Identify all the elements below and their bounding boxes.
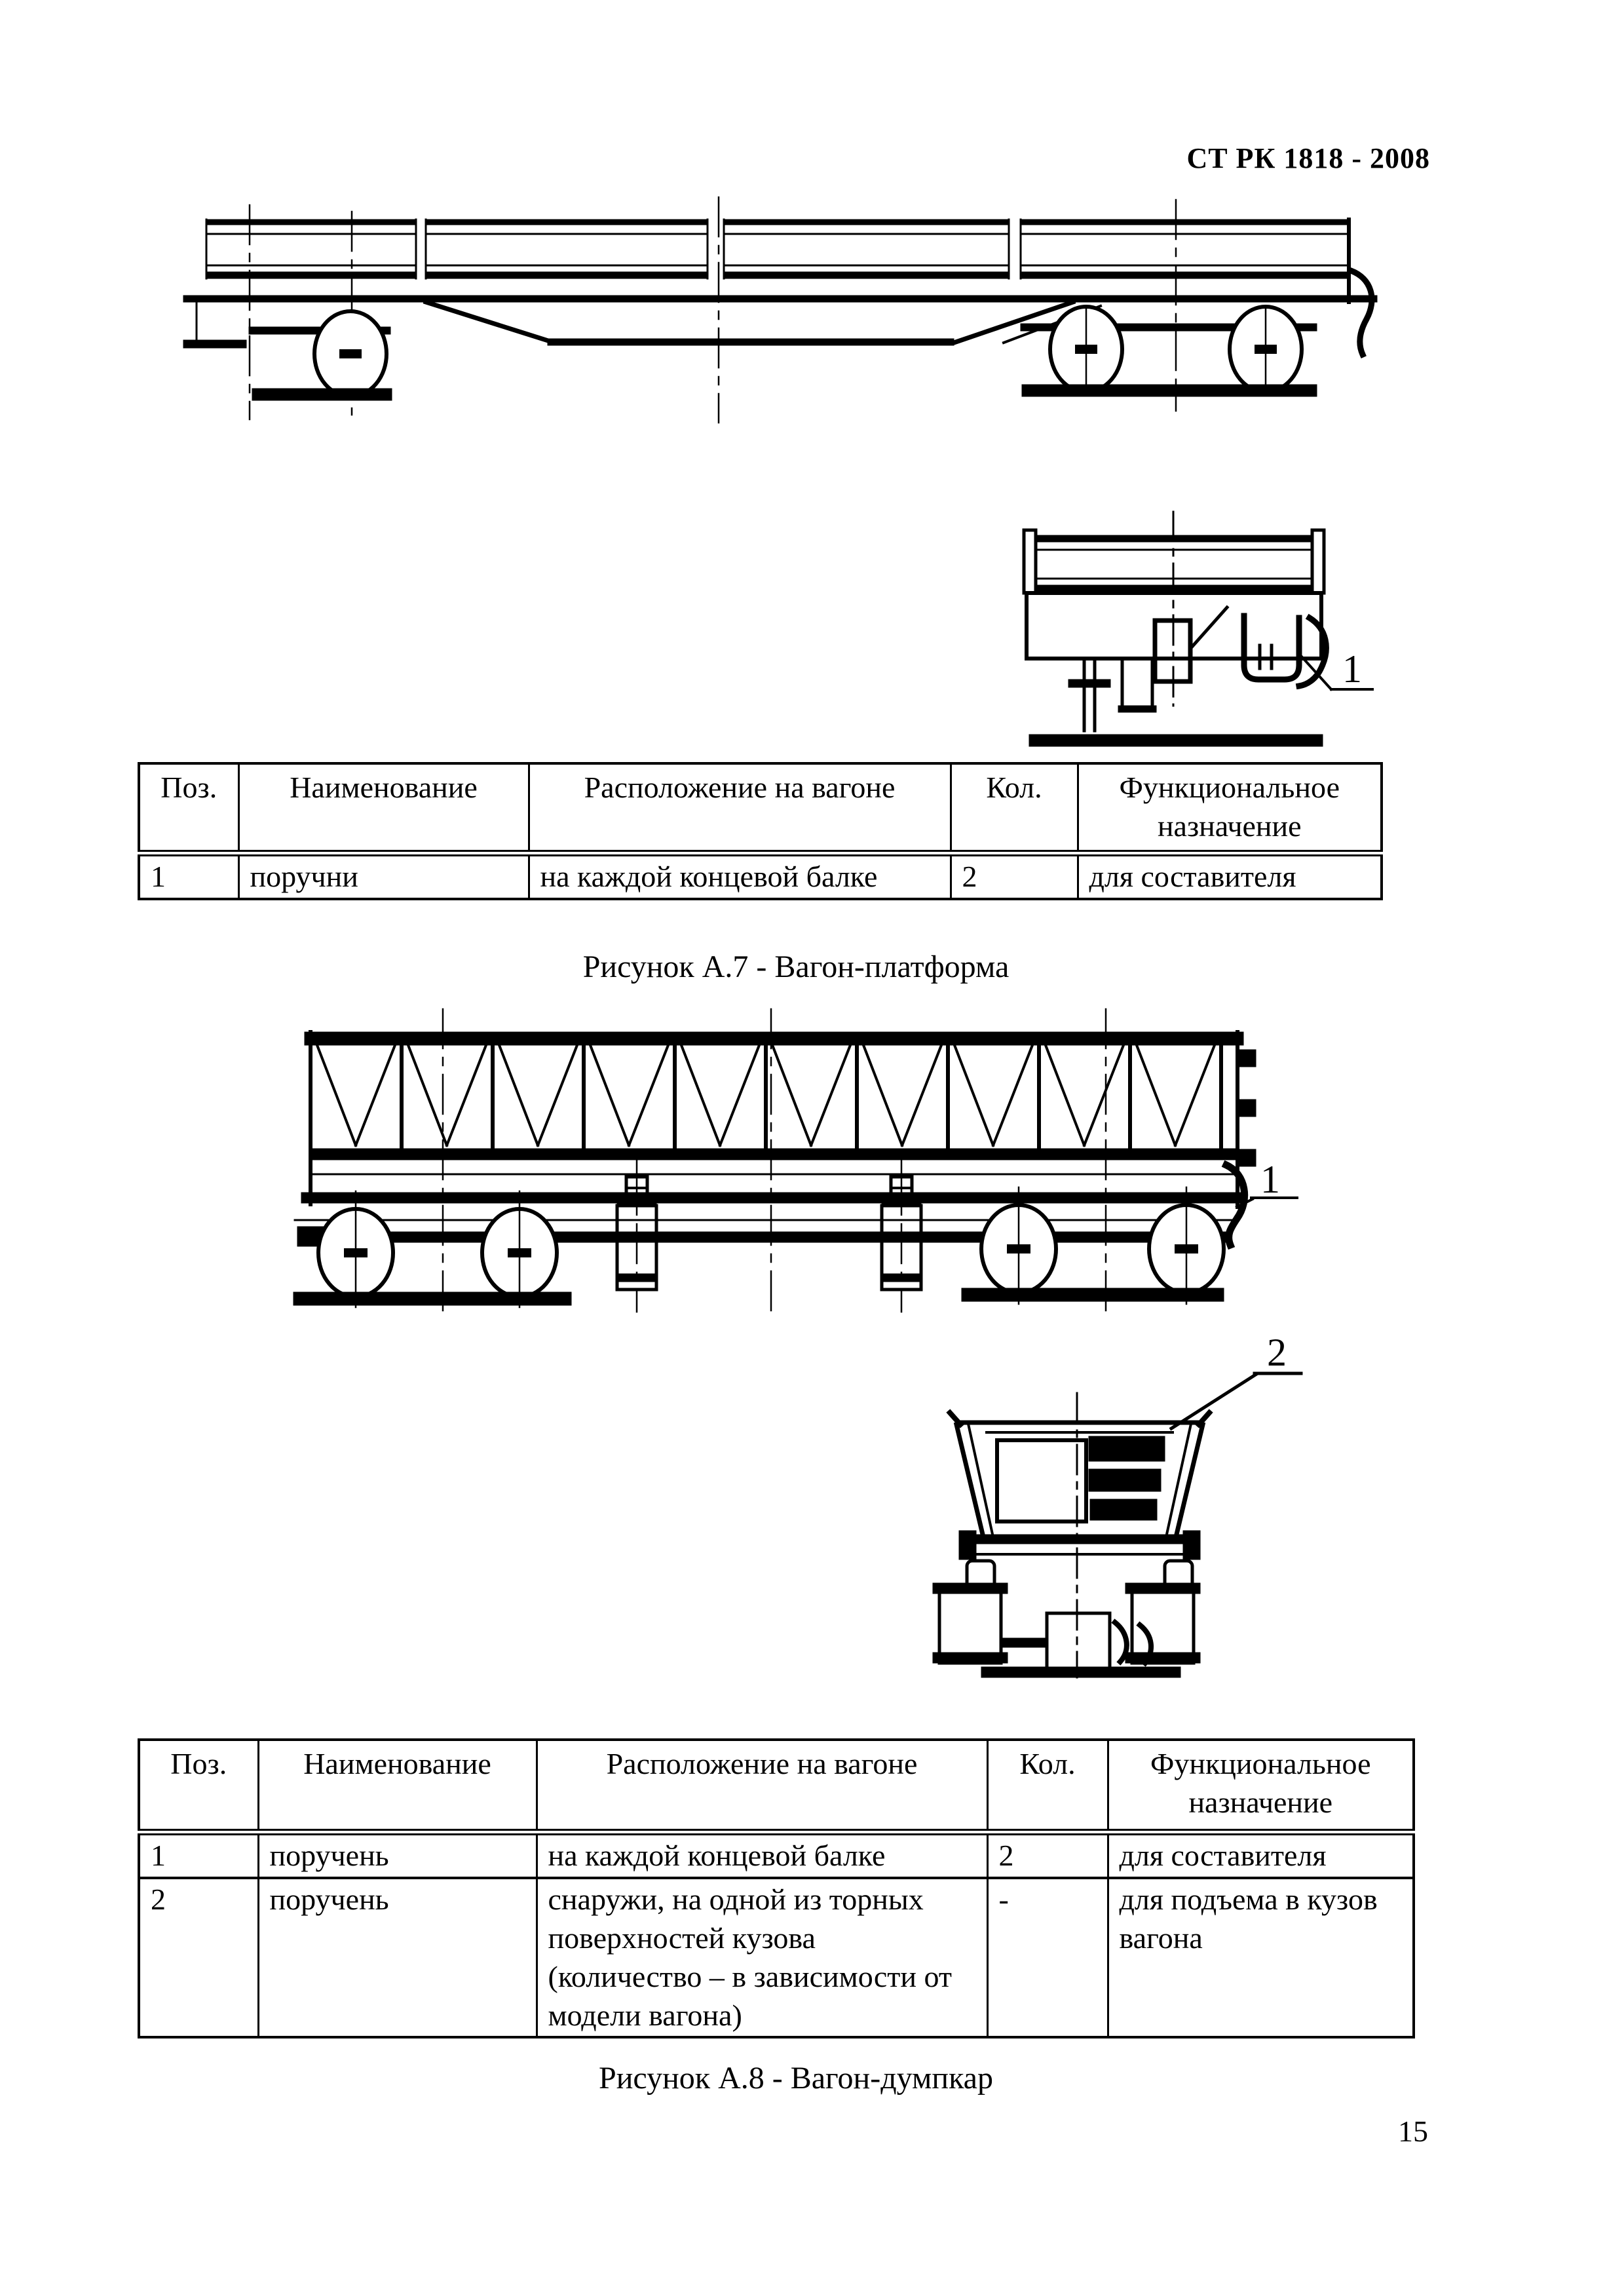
left-end-post (1022, 528, 1038, 595)
figure-a7-caption: Рисунок А.7 - Вагон-платформа (582, 949, 1010, 984)
cell-location: снаружи, на одной из торных поверхностей… (535, 1876, 989, 2038)
figure-a8-parts-table: Поз. Наименование Расположение на вагоне… (138, 1738, 1415, 2039)
fish-belly-truss (423, 299, 1103, 346)
figure-a7-platform-wagon-side-view (183, 196, 1378, 424)
table-row: 1 поручень на каждой концевой балке 2 дл… (138, 1831, 1415, 1879)
cell-qty: 2 (949, 852, 1079, 900)
document-code: СТ РК 1818 - 2008 (1186, 142, 1430, 174)
col-header-location: Расположение на вагоне (527, 762, 952, 856)
tipping-cylinder-left (615, 1157, 658, 1313)
cell-pos: 1 (138, 852, 240, 900)
cell-qty: - (986, 1876, 1109, 2038)
cell-pos: 1 (138, 1831, 259, 1879)
side-wall-panels (205, 218, 1351, 303)
col-header-location: Расположение на вагоне (535, 1738, 989, 1835)
col-header-name: Наименование (257, 1738, 538, 1835)
rail-right (961, 1288, 1224, 1302)
col-header-function: Функциональное назначение (1106, 1738, 1415, 1835)
callout-label-2: 2 (1267, 1331, 1287, 1374)
body-top-rail (304, 1031, 1244, 1046)
callout-leader-1 (1235, 1196, 1298, 1209)
axis-lines (442, 1008, 1107, 1315)
brace (1188, 605, 1230, 651)
page-number: 15 (1398, 2114, 1428, 2148)
cell-location: на каждой концевой балке (535, 1831, 989, 1879)
cell-name: поручень (257, 1876, 538, 2038)
col-header-qty: Кол. (986, 1738, 1109, 1835)
col-header-qty: Кол. (949, 762, 1079, 856)
cell-function: для подъема в кузов вагона (1106, 1876, 1415, 2038)
cell-location: на каждой концевой балке (527, 852, 952, 900)
rail (981, 1666, 1181, 1678)
callout-leader-2 (1169, 1371, 1303, 1431)
cell-pos: 2 (138, 1876, 259, 2038)
figure-a8-caption: Рисунок А.8 - Вагон-думпкар (599, 2061, 993, 2095)
rail-left (252, 388, 392, 401)
cell-name: поручень (257, 1831, 538, 1879)
wheels (316, 1186, 1226, 1309)
right-end-post (1310, 528, 1326, 595)
col-header-name: Наименование (237, 762, 530, 856)
body-ends (309, 1030, 1239, 1209)
table-header-row: Поз. Наименование Расположение на вагоне… (138, 1738, 1415, 1835)
body-hinges (1239, 1049, 1256, 1167)
table-row: 2 поручень снаружи, на одной из торных п… (138, 1876, 1415, 2038)
coupler-hose (1347, 218, 1375, 358)
wheels (312, 305, 1304, 398)
underframe (958, 1530, 1201, 1593)
bogie (932, 1582, 1201, 1670)
cell-name: поручни (237, 852, 530, 900)
rail-right (1021, 384, 1317, 397)
right-bogie-bar (1020, 323, 1317, 332)
col-header-pos: Поз. (138, 1738, 259, 1835)
rail-left (293, 1292, 572, 1306)
brake-gear (1068, 657, 1157, 733)
col-header-pos: Поз. (138, 762, 240, 856)
figure-a7-platform-wagon-end-view: 1 (1022, 510, 1374, 747)
table-row: 1 поручни на каждой концевой балке 2 для… (138, 852, 1383, 900)
handrail (1241, 613, 1329, 690)
handrail (1221, 1160, 1249, 1250)
cell-function: для составителя (1106, 1831, 1415, 1879)
callout-leader-1 (1298, 653, 1374, 691)
figure-a7-parts-table: Поз. Наименование Расположение на вагоне… (138, 762, 1383, 900)
callout-label-1: 1 (1342, 647, 1362, 691)
rail (1029, 734, 1323, 747)
figure-a8-dump-car-side-view: 1 (293, 1008, 1298, 1315)
cell-qty: 2 (986, 1831, 1109, 1879)
figure-a8-dump-car-end-view: 2 (932, 1331, 1303, 1679)
side-sill (301, 1192, 1245, 1204)
body-bottom-chord (310, 1148, 1238, 1160)
tipping-cylinder-right (880, 1157, 923, 1313)
dump-body (946, 1409, 1213, 1543)
frame-beam (297, 1231, 1229, 1243)
body-truss-diagonals (315, 1043, 1217, 1147)
callout-label-1: 1 (1260, 1158, 1280, 1201)
cell-function: для составителя (1076, 852, 1383, 900)
col-header-function: Функциональное назначение (1076, 762, 1383, 856)
table-header-row: Поз. Наименование Расположение на вагоне… (138, 762, 1383, 856)
center-plate (1152, 618, 1193, 684)
left-footboard (183, 301, 247, 349)
underframe (183, 295, 1378, 303)
body-truss-posts (400, 1043, 1223, 1151)
